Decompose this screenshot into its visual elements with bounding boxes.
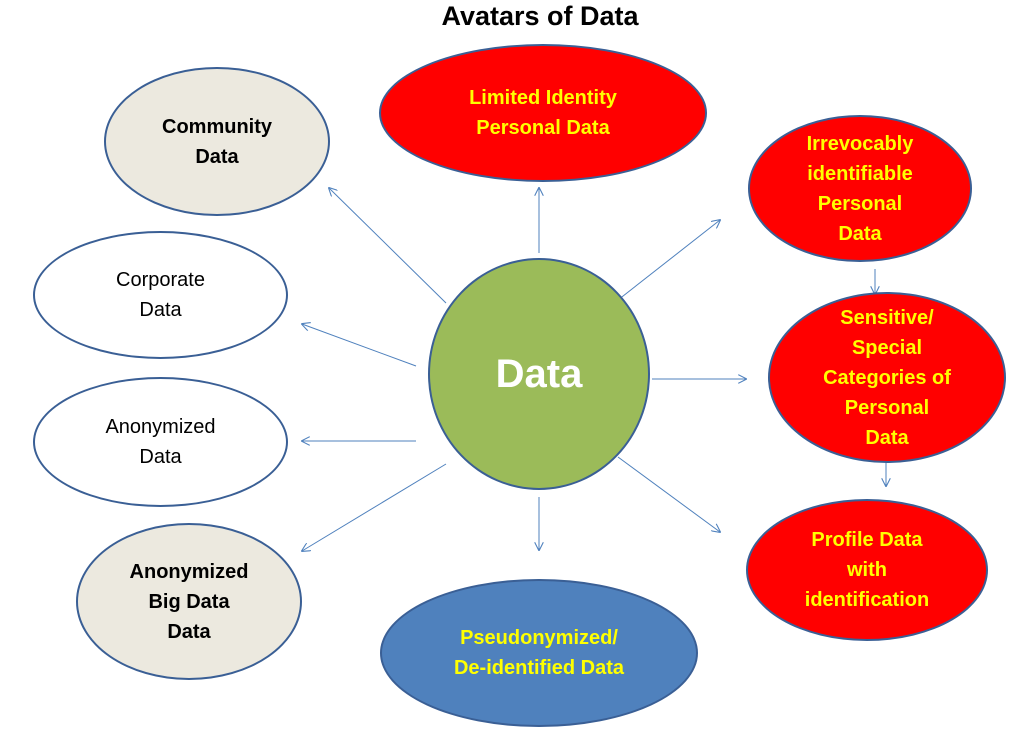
limited-identity-node: Limited Identity Personal Data <box>379 44 707 182</box>
arrow-to-community <box>329 188 447 304</box>
arrow-to-anonymized-big <box>302 463 447 551</box>
corporate-data-label: Corporate Data <box>116 269 205 321</box>
anonymized-data-node: Anonymized Data <box>33 377 288 507</box>
sensitive-categories-label: Sensitive/ Special Categories of Persona… <box>823 306 951 449</box>
community-data-node: Community Data <box>104 67 330 216</box>
limited-identity-label: Limited Identity Personal Data <box>469 87 617 139</box>
pseudonymized-node: Pseudonymized/ De-identified Data <box>380 579 698 727</box>
data-center-label: Data <box>495 352 583 396</box>
arrow-to-profile <box>617 456 720 532</box>
sensitive-categories-node: Sensitive/ Special Categories of Persona… <box>768 292 1006 463</box>
profile-data-node: Profile Data with identification <box>746 499 988 641</box>
pseudonymized-label: Pseudonymized/ De-identified Data <box>453 627 625 679</box>
anonymized-data-label: Anonymized Data <box>105 416 216 468</box>
arrow-to-irrevocably <box>617 220 720 301</box>
anonymized-big-data-node: Anonymized Big Data Data <box>76 523 302 680</box>
profile-data-label: Profile Data with identification <box>804 529 930 611</box>
data-center-node: Data <box>428 258 650 490</box>
irrevocably-identifiable-node: Irrevocably identifiable Personal Data <box>748 115 972 262</box>
anonymized-big-data-label: Anonymized Big Data Data <box>129 560 249 643</box>
community-data-label: Community Data <box>162 115 272 168</box>
irrevocably-identifiable-label: Irrevocably identifiable Personal Data <box>806 132 914 245</box>
diagram-title: Avatars of Data <box>441 1 639 31</box>
arrow-to-corporate <box>302 324 417 367</box>
corporate-data-node: Corporate Data <box>33 231 288 359</box>
